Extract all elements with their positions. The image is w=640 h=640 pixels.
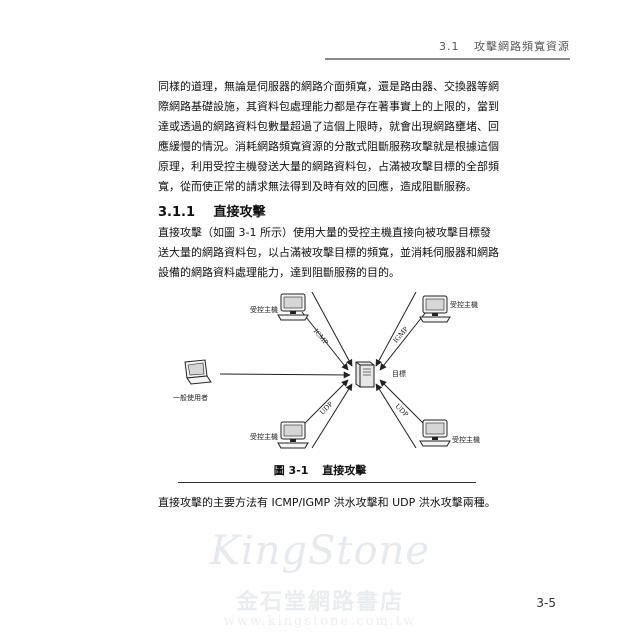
caption-number: 圖 3-1: [273, 464, 309, 477]
caption-rule: [178, 482, 476, 483]
label-controlled-host-top-right: 受控主機: [450, 300, 478, 309]
label-target: 目標: [392, 369, 406, 378]
computer-icon: [277, 421, 309, 449]
header-section-number: 3.1: [439, 40, 460, 53]
arrow-icmp: [301, 311, 349, 371]
subsection-title: 直接攻擊: [213, 205, 266, 220]
label-udp-left: UDP: [318, 400, 335, 417]
arrow-tl-to-target: [311, 291, 353, 367]
figure-caption: 圖 3-1 直接攻擊: [0, 462, 640, 478]
arrow-tr-to-target: [375, 291, 417, 367]
laptop-icon: [184, 359, 212, 385]
figure-direct-attack: ICMP IGMP UDP UDP 受控主機 受控主機 受控主機 受控主機 一般…: [170, 280, 480, 460]
label-controlled-host-bottom-left: 受控主機: [250, 432, 278, 441]
caption-title: 直接攻擊: [322, 464, 367, 477]
label-igmp: IGMP: [391, 325, 410, 345]
arrow-udp-left: [301, 379, 349, 427]
subsection-number: 3.1.1: [158, 205, 196, 220]
arrow-user-to-target: [219, 371, 351, 379]
arrow-bl-to-target: [311, 383, 353, 449]
label-controlled-host-bottom-right: 受控主機: [452, 435, 480, 444]
header-section-title: 攻擊網路頻寬資源: [474, 40, 570, 53]
watermark-logo: KingStone: [209, 528, 431, 574]
attack-diagram: ICMP IGMP UDP UDP 受控主機 受控主機 受控主機 受控主機 一般…: [173, 291, 480, 449]
watermark-store-name: 金石堂網路書店: [235, 589, 404, 615]
computer-icon: [419, 295, 451, 323]
server-icon: [355, 361, 375, 388]
methods-paragraph: 直接攻擊的主要方法有 ICMP/IGMP 洪水攻擊和 UDP 洪水攻擊兩種。: [158, 496, 496, 509]
direct-attack-paragraph: 直接攻擊（如圖 3-1 所示）使用大量的受控主機直接向被攻擊目標發送大量的網路資…: [158, 226, 499, 279]
watermark-url: www.kingstone.com.tw: [223, 614, 417, 629]
intro-paragraph: 同樣的道理，無論是伺服器的網路介面頻寬，還是路由器、交換器等網際網路基礎設施，其…: [158, 80, 499, 193]
arrow-udp-right: [379, 379, 427, 427]
running-header: 3.1 攻擊網路頻寬資源: [439, 38, 570, 54]
label-icmp: ICMP: [312, 327, 331, 347]
header-rule: [325, 58, 570, 60]
label-general-user: 一般使用者: [173, 393, 208, 402]
label-controlled-host-top-left: 受控主機: [250, 305, 278, 314]
arrow-igmp: [379, 311, 427, 371]
arrow-br-to-target: [375, 383, 417, 449]
subsection-heading: 3.1.1 直接攻擊: [158, 201, 266, 220]
computer-icon: [277, 293, 309, 321]
page-number: 3-5: [536, 596, 556, 610]
computer-icon: [419, 419, 451, 447]
